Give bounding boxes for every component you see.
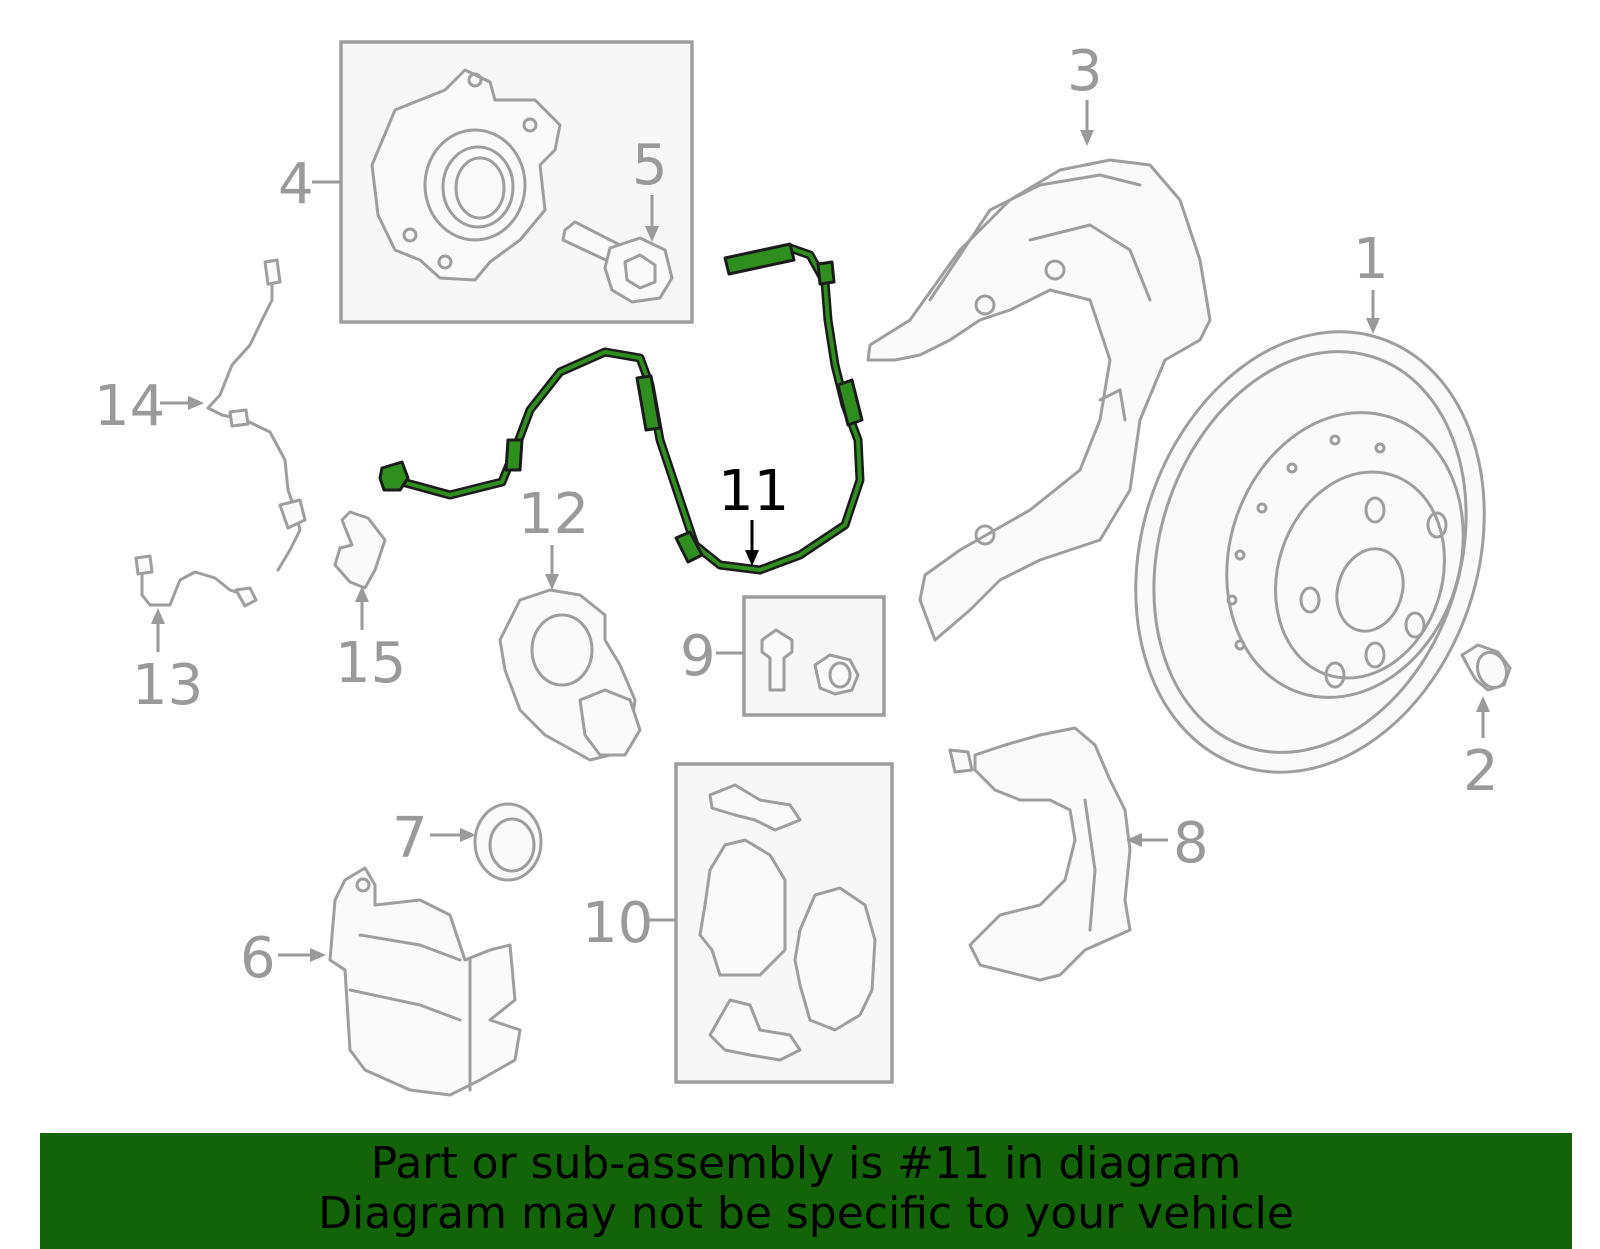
- part-7-seal[interactable]: [473, 802, 543, 882]
- cable-grommet: [836, 378, 864, 427]
- callout-10: 10: [582, 891, 653, 956]
- leader-8: [1126, 833, 1168, 847]
- callout-3: 3: [1067, 39, 1103, 104]
- callout-5: 5: [632, 133, 668, 198]
- rotor-drill-holes: [1226, 434, 1386, 651]
- part-15-clip[interactable]: [333, 510, 387, 590]
- callout-9: 9: [680, 624, 716, 689]
- part-10-brake-pads[interactable]: [698, 783, 877, 1062]
- part-14-abs-harness[interactable]: [206, 258, 307, 572]
- cable-clip: [674, 530, 704, 564]
- part-12-parking-brake-motor[interactable]: [498, 588, 642, 762]
- callout-1: 1: [1353, 227, 1389, 292]
- cable-grommet: [635, 374, 662, 432]
- callout-8: 8: [1173, 811, 1209, 876]
- leader-7: [430, 828, 476, 842]
- leader-14: [160, 396, 204, 410]
- leader-5: [645, 195, 659, 242]
- callout-4: 4: [278, 152, 314, 217]
- part-1-brake-rotor[interactable]: [1081, 286, 1540, 818]
- leader-11: [745, 520, 759, 566]
- part-4-hub-bearing[interactable]: [370, 68, 562, 282]
- part-11-wear-sensor[interactable]: [378, 242, 865, 575]
- cable-grommet: [504, 438, 524, 472]
- sensor-connector: [378, 460, 410, 492]
- leader-13: [151, 608, 165, 652]
- cable-clip: [816, 260, 836, 286]
- leader-3: [1080, 100, 1094, 146]
- callout-2: 2: [1463, 739, 1499, 804]
- part-13-sensor-harness[interactable]: [134, 554, 258, 608]
- sensor-probe: [723, 242, 796, 276]
- callout-14: 14: [94, 374, 165, 439]
- callout-13: 13: [132, 653, 203, 718]
- callout-6: 6: [240, 926, 276, 991]
- part-8-caliper-bracket[interactable]: [948, 726, 1132, 982]
- callout-7: 7: [392, 806, 428, 871]
- leader-2: [1476, 696, 1490, 738]
- leader-1: [1366, 290, 1380, 334]
- part-3-splash-shield[interactable]: [866, 158, 1212, 642]
- callout-12: 12: [518, 482, 589, 547]
- info-banner: Part or sub-assembly is #11 in diagram D…: [40, 1133, 1572, 1249]
- part-9-bolt-and-bushing[interactable]: [760, 628, 860, 696]
- banner-line-disclaimer: Diagram may not be specific to your vehi…: [318, 1188, 1294, 1239]
- callout-11: 11: [718, 459, 789, 524]
- leader-15: [355, 586, 369, 630]
- callout-15: 15: [335, 631, 406, 696]
- leader-12: [545, 545, 559, 590]
- part-5-hub-bolt[interactable]: [561, 220, 674, 304]
- part-6-caliper[interactable]: [328, 866, 522, 1097]
- banner-line-part-number: Part or sub-assembly is #11 in diagram: [370, 1138, 1242, 1189]
- part-2-screw[interactable]: [1460, 643, 1512, 692]
- leader-6: [278, 948, 326, 962]
